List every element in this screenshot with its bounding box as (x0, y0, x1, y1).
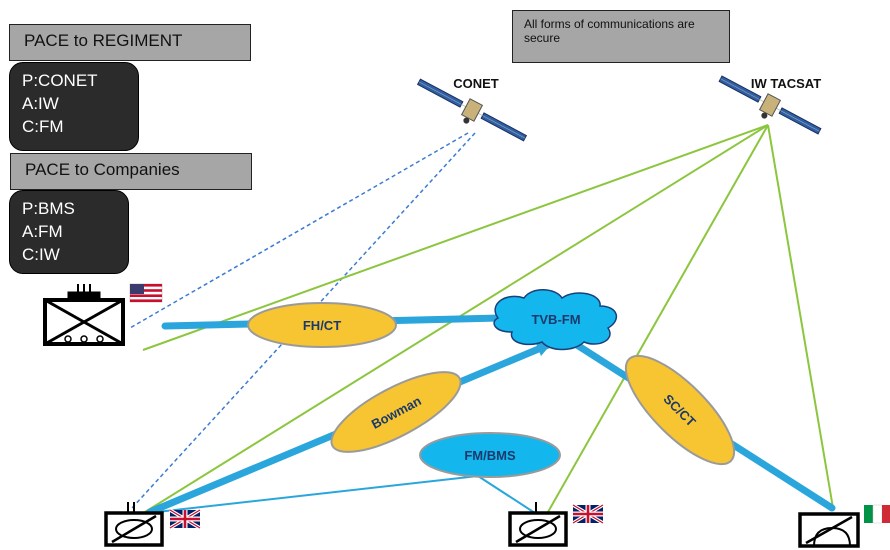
pace-companies-list: P:BMS A:FM C:IW (9, 190, 129, 274)
companies-item-primary: P:BMS (22, 199, 75, 218)
security-note: All forms of communications are secure (512, 10, 730, 63)
us-unit-symbol (43, 284, 125, 346)
svg-text:TVB-FM: TVB-FM (531, 312, 580, 327)
uk-flag-middle-icon (572, 503, 604, 525)
uk-unit-left-symbol (104, 502, 164, 547)
pace-regiment-list: P:CONET A:IW C:FM (9, 62, 139, 151)
regiment-item-alternate: A:IW (22, 94, 59, 113)
pace-companies-title: PACE to Companies (10, 153, 252, 190)
companies-item-contingency: C:IW (22, 245, 60, 264)
us-flag-icon (129, 283, 163, 303)
iw-tacsat-satellite-icon: IW TACSAT (718, 75, 822, 135)
uk-flag-left-icon (169, 508, 201, 530)
svg-text:FH/CT: FH/CT (303, 318, 341, 333)
italy-flag-icon (864, 504, 890, 524)
regiment-item-contingency: C:FM (22, 117, 64, 136)
thin-blue-links (147, 475, 536, 514)
companies-item-alternate: A:FM (22, 222, 63, 241)
tvb-fm-cloud: TVB-FM (493, 289, 618, 351)
pace-regiment-title: PACE to REGIMENT (9, 24, 251, 61)
fm-bms-node: FM/BMS (419, 432, 561, 478)
iw-tacsat-green-links (142, 124, 834, 513)
regiment-item-primary: P:CONET (22, 71, 98, 90)
italy-unit-symbol (798, 512, 860, 548)
bowman-node: Bowman (330, 371, 462, 453)
conet-satellite-icon: CONET (416, 76, 528, 142)
uk-unit-middle-symbol (508, 502, 568, 547)
thick-blue-links (146, 314, 836, 516)
svg-text:FM/BMS: FM/BMS (464, 448, 516, 463)
iw-tacsat-label: IW TACSAT (751, 76, 821, 91)
conet-label: CONET (453, 76, 499, 91)
fh-ct-node: FH/CT (247, 302, 397, 348)
sc-ct-node: SC/CT (624, 354, 736, 466)
